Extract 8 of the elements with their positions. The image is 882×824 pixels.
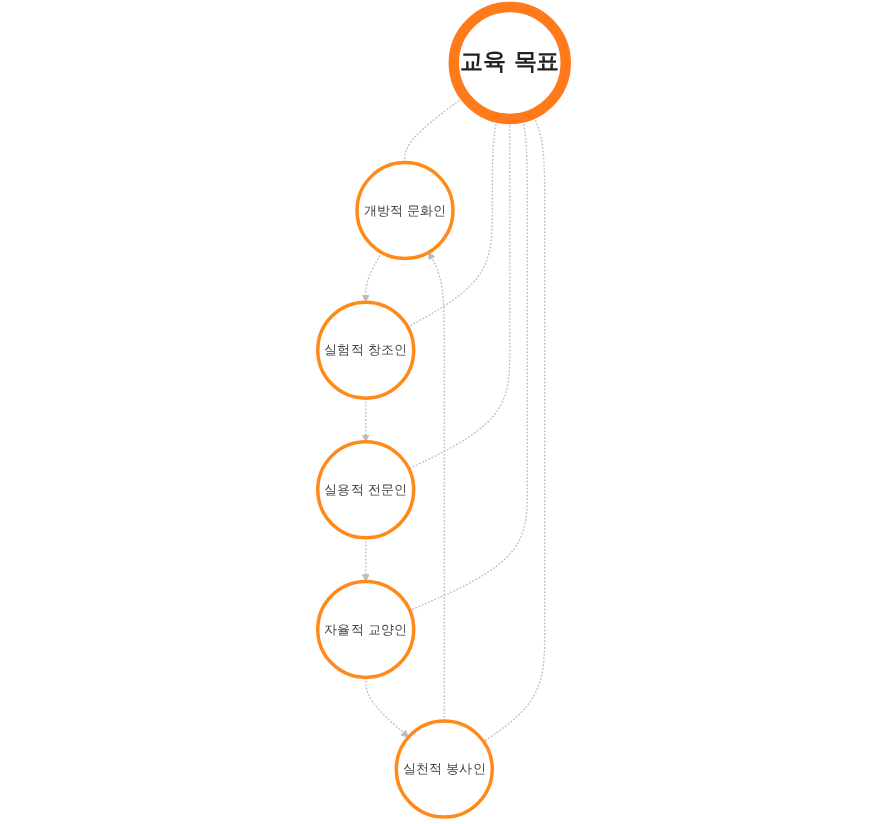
connector	[403, 95, 465, 164]
node-circle: 교육 목표	[447, 1, 571, 125]
arrow	[361, 537, 369, 582]
connector	[407, 118, 510, 470]
arrow	[361, 397, 369, 443]
arrow	[361, 251, 382, 303]
arrow	[427, 252, 445, 722]
arrow	[364, 676, 409, 738]
